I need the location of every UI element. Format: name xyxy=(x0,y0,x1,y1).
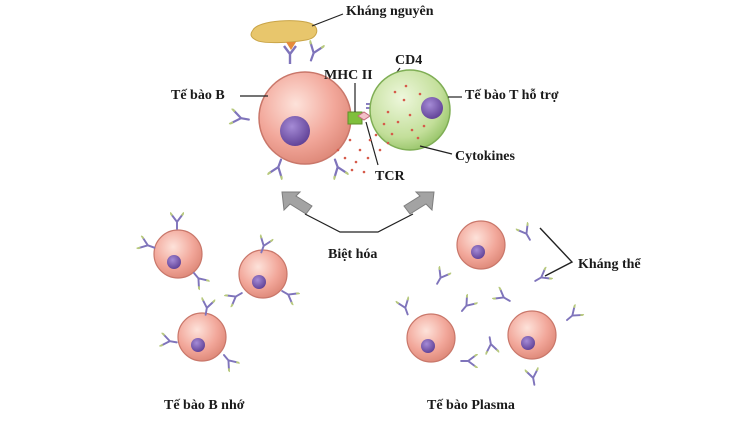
plasma-cell-2 xyxy=(406,313,456,363)
memory-b-cell-3 xyxy=(177,312,227,362)
mhc2-label: MHC II xyxy=(324,68,373,83)
plasma-cell-3 xyxy=(507,310,557,360)
cytokine-dots xyxy=(336,133,390,174)
helper-t-label: Tế bào T hỗ trợ xyxy=(465,88,559,103)
differentiation-arrow-right xyxy=(403,191,435,215)
memory-b-cell-1 xyxy=(153,229,203,279)
helper-t-cell xyxy=(369,69,451,151)
memory-b-cell-2 xyxy=(238,249,288,299)
antigen-label: Kháng nguyên xyxy=(346,4,434,19)
memory-b-label: Tế bào B nhớ xyxy=(164,398,245,413)
differentiation-leader xyxy=(304,213,414,233)
differentiation-label: Biệt hóa xyxy=(328,247,378,262)
tcr-label: TCR xyxy=(375,169,405,184)
plasma-cell-1 xyxy=(456,220,506,270)
antibody-leader xyxy=(539,227,574,277)
antigen-leader xyxy=(311,13,344,27)
cytokines-label: Cytokines xyxy=(455,149,515,164)
tcr-leader xyxy=(365,121,379,166)
b-cell-receptor xyxy=(283,45,297,64)
antibody-label: Kháng thể xyxy=(578,257,641,272)
differentiation-arrow-left xyxy=(281,191,313,215)
plasma-label: Tế bào Plasma xyxy=(427,398,515,413)
cytokines-leader xyxy=(419,145,453,155)
cd4-label: CD4 xyxy=(395,53,423,68)
antigen-shape xyxy=(250,20,318,50)
b-cell-label: Tế bào B xyxy=(171,88,225,103)
